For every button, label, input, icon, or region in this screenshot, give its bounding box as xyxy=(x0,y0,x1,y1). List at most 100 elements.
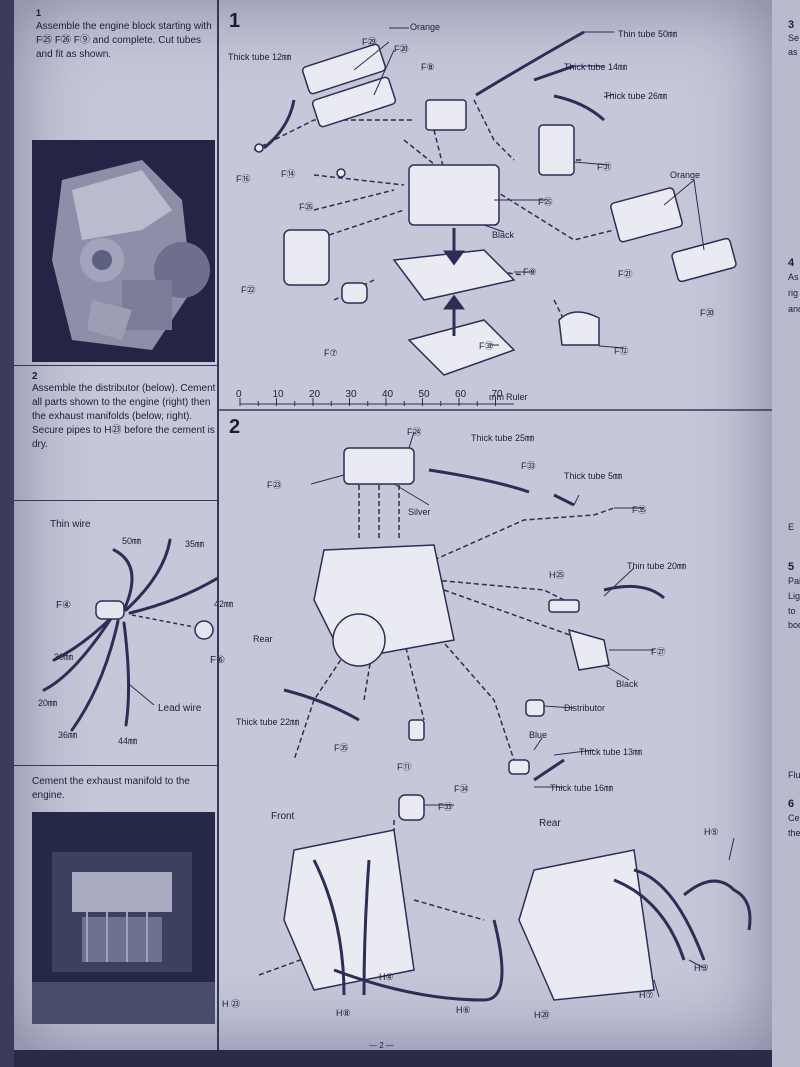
black-label: Black xyxy=(492,230,515,240)
silver-label: Silver xyxy=(408,507,431,517)
right-page-step-5: 5 xyxy=(788,561,795,573)
sidebar-column: 1 Assemble the engine block starting wit… xyxy=(14,0,233,1050)
f30-label: F㉚ xyxy=(700,308,715,318)
right-page-text: rig xyxy=(788,288,799,298)
f27-label: F㉗ xyxy=(651,647,666,657)
wire-20-label: 20㎜ xyxy=(38,698,58,708)
sidebar-divider xyxy=(14,365,217,366)
step1-exploded-diagram xyxy=(217,27,772,411)
wire-36-label: 36㎜ xyxy=(58,730,78,740)
f34-label: F㉞ xyxy=(454,784,469,794)
f7-label: F⑦ xyxy=(324,348,338,358)
sidebar-step1-text: Assemble the engine block starting with … xyxy=(36,21,212,60)
right-page-text: to xyxy=(788,606,796,616)
ruler-tick-label: 70 xyxy=(491,389,503,400)
manifold-instruction-text: Cement the exhaust manifold to the engin… xyxy=(32,776,190,801)
exhaust-manifold-photo xyxy=(32,812,215,1024)
right-page-text: Flu xyxy=(788,770,800,780)
h20-label: H⑳ xyxy=(534,1010,550,1020)
sidebar-step2-number: 2 xyxy=(32,371,38,382)
ruler-tick-label: 30 xyxy=(345,389,357,400)
f26-label: F㉖ xyxy=(299,202,314,212)
f8-label: F⑧ xyxy=(421,62,435,72)
distributor-label: Distributor xyxy=(564,703,606,713)
step2-number: 2 xyxy=(229,416,241,438)
wire-35-label: 35㎜ xyxy=(185,539,205,549)
thick-tube-12-label: Thick tube 12㎜ xyxy=(228,52,292,62)
f21-label: F㉑ xyxy=(618,269,633,279)
front-label: Front xyxy=(271,811,295,822)
thick-tube-13-label: Thick tube 13㎜ xyxy=(579,747,643,757)
distributor-wiring-diagram xyxy=(42,538,217,732)
right-page-text: Cen xyxy=(788,813,800,823)
thin-tube-50-label: Thin tube 50㎜ xyxy=(618,29,678,39)
sidebar-step1-number: 1 xyxy=(36,8,42,18)
thick-tube-25-label: Thick tube 25㎜ xyxy=(471,433,535,443)
wire-44-label: 44㎜ xyxy=(118,736,138,746)
wire-50-label: 50㎜ xyxy=(122,536,142,546)
instruction-sheet: 1 Assemble the engine block starting wit… xyxy=(14,0,772,1050)
f35-label: F㉟ xyxy=(632,505,647,515)
thick-tube-26-label: Thick tube 26㎜ xyxy=(604,91,668,101)
f22-label: F㉒ xyxy=(241,285,256,295)
sidebar-divider xyxy=(14,765,217,766)
f31-label: F㉛ xyxy=(597,162,612,172)
h6-label: H⑥ xyxy=(456,1005,471,1015)
wire-42-label: 42㎜ xyxy=(214,599,234,609)
f11-label: F⑪ xyxy=(397,762,412,772)
f35-label-2: F㉟ xyxy=(334,743,349,753)
f4-part-label: F④ xyxy=(56,600,72,611)
black-label-2: Black xyxy=(616,679,639,689)
f23-label: F㉓ xyxy=(267,480,282,490)
h8-label: H⑧ xyxy=(336,1008,351,1018)
f9-label: F⑨ xyxy=(523,267,537,277)
f33-label: F㉝ xyxy=(521,461,536,471)
thick-tube-16-label: Thick tube 16㎜ xyxy=(550,783,614,793)
ruler-label: Ruler xyxy=(506,392,528,402)
engine-block-photo xyxy=(32,140,215,362)
orange-label-2: Orange xyxy=(670,170,701,180)
f29-label: F㉙ xyxy=(362,37,377,47)
right-page-text: as xyxy=(788,47,798,57)
sidebar-divider xyxy=(14,500,217,501)
right-page-step-3: 3 xyxy=(788,19,795,31)
step2-exploded-diagram xyxy=(258,431,752,1002)
h5-label: H⑤ xyxy=(704,827,719,837)
right-page-text: Se xyxy=(788,33,800,43)
ruler-tick-label: 20 xyxy=(309,389,321,400)
right-page-text: the xyxy=(788,828,800,838)
column-divider xyxy=(217,0,219,1050)
h23-label: H ㉓ xyxy=(222,999,241,1009)
f14-label: F⑭ xyxy=(281,169,296,179)
right-page-text: E xyxy=(788,522,795,532)
right-page-text: Lig xyxy=(788,591,800,601)
f12-label: F⑫ xyxy=(614,346,629,356)
ruler-tick-label: 40 xyxy=(382,389,394,400)
right-page-edge: 3 Se as 4 As rig anc E 5 Pai Lig to bod … xyxy=(772,0,800,1067)
thick-tube-5-label: Thick tube 5㎜ xyxy=(564,471,623,481)
right-page-step-6: 6 xyxy=(788,798,795,810)
lead-wire-label: Lead wire xyxy=(158,703,202,714)
f25-label: F㉕ xyxy=(538,197,553,207)
f32-label: F㉜ xyxy=(479,341,494,351)
h7-label: H⑦ xyxy=(639,990,654,1000)
ruler-tick-label: 10 xyxy=(272,389,284,400)
h3-label: H③ xyxy=(694,963,709,973)
right-page-text: As xyxy=(788,272,799,282)
ruler-unit: mm xyxy=(489,392,504,402)
right-page-text: anc xyxy=(788,304,800,314)
f20-label: F⑳ xyxy=(394,44,409,54)
right-page-text: Pai xyxy=(788,576,800,586)
sidebar-step2-text: Assemble the distributor (below). Cement… xyxy=(32,383,216,450)
left-page-edge xyxy=(0,0,14,1067)
ruler-tick-label: 50 xyxy=(418,389,430,400)
orange-label: Orange xyxy=(410,22,441,32)
blue-label: Blue xyxy=(529,730,548,740)
h4-label: H④ xyxy=(379,972,394,982)
thick-tube-22-label: Thick tube 22㎜ xyxy=(236,717,300,727)
rear-label: Rear xyxy=(253,634,273,644)
ruler-tick-label: 60 xyxy=(455,389,467,400)
right-page-step-4: 4 xyxy=(788,257,795,269)
thick-tube-14-label: Thick tube 14㎜ xyxy=(564,62,628,72)
f16-label: F⑯ xyxy=(236,174,251,184)
